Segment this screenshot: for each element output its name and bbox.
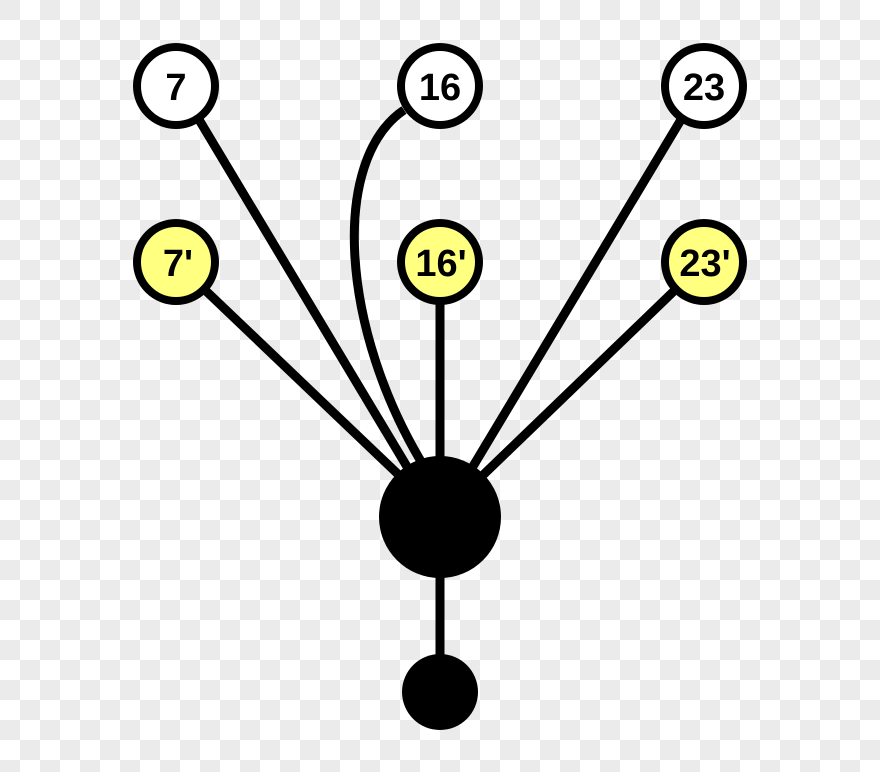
node-label: 23' [679,243,730,285]
edges [194,106,686,660]
edge-7p-to-hub [201,286,406,482]
edge-16-to-hub [349,106,429,471]
node-circle [133,219,219,305]
node-circle [661,43,747,129]
node-label: 16' [415,243,466,285]
node-label: 7 [165,67,186,109]
node-label: 16 [419,67,461,109]
node-label: 23 [683,67,725,109]
root-node [402,654,478,730]
edge-23-to-hub [462,115,686,481]
node-23: 23 [661,43,747,129]
node-circle [397,219,483,305]
node-7-prime: 7' [133,219,219,305]
node-7: 7 [133,43,219,129]
node-circle [397,43,483,129]
edge-23p-to-hub [476,286,679,482]
node-23-prime: 23' [661,219,747,305]
node-circle [661,219,747,305]
node-16: 16 [397,43,483,129]
node-circle [133,43,219,129]
node-label: 7' [163,243,193,285]
hub-node [379,456,501,578]
edge-7-to-hub [194,115,419,483]
node-16-prime: 16' [397,219,483,305]
